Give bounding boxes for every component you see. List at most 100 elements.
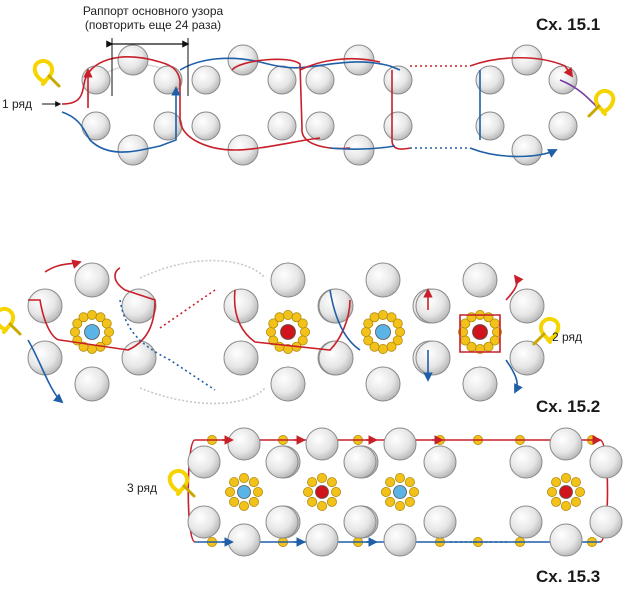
bead-inner [305, 65, 335, 95]
seed3-ring-bead [547, 486, 558, 497]
seed-ring-bead [95, 312, 106, 323]
scheme-title-1: Сх. 15.1 [536, 15, 601, 34]
needle-icon-1 [32, 59, 61, 88]
flower-bead [74, 366, 110, 402]
seed3-ring-bead [326, 477, 337, 488]
seed-ring-bead [466, 312, 477, 323]
thread-red-4 [299, 57, 381, 71]
thread2-red-dash [159, 289, 216, 329]
flower-bead [462, 366, 498, 402]
bead-inner [305, 111, 335, 141]
needle-icon-2 [587, 89, 616, 118]
center3-bead [393, 485, 407, 499]
seed-ring-bead [386, 341, 397, 352]
scheme-title-3: Сх. 15.3 [536, 567, 601, 586]
rapport-header-line2: (повторить еще 24 раза) [84, 18, 222, 32]
flower-bead [223, 288, 259, 324]
bead-inner [383, 111, 413, 141]
thread2-red-box [459, 314, 501, 353]
seed3-ring-bead [551, 477, 562, 488]
thread2-red-c [233, 289, 351, 351]
bead-inner [81, 111, 111, 141]
seed3-ring-bead [248, 496, 259, 507]
scheme-title-2: Сх. 15.2 [536, 397, 601, 416]
flower-bead [27, 340, 63, 376]
seed-ring-bead [377, 343, 388, 354]
thread-blue-2 [61, 86, 181, 153]
seed3-ring-bead [229, 477, 240, 488]
seed-ring-bead [360, 326, 371, 337]
bead-inner [548, 65, 578, 95]
seed3-ring-bead [307, 477, 318, 488]
thread-red-5 [391, 70, 411, 150]
bead-bottom [343, 134, 375, 166]
seed3-ring-bead [394, 472, 405, 483]
flower-bead [318, 288, 354, 324]
seed3-ring-bead [316, 472, 327, 483]
bead-inner [475, 111, 505, 141]
seed-ring-bead [282, 309, 293, 320]
flower3-bead [509, 445, 543, 479]
flower-bead [415, 288, 451, 324]
flower-bead [509, 340, 545, 376]
seed3-ring-bead [326, 496, 337, 507]
seed-ring-bead [460, 335, 471, 346]
rapport-header: Раппорт основного узора (повторить еще 2… [58, 4, 248, 32]
seed3-ring-bead [551, 496, 562, 507]
seed3-ring-bead [404, 496, 415, 507]
seed-ring-bead [489, 318, 500, 329]
flower-bead [509, 288, 545, 324]
seed-ring-bead [291, 312, 302, 323]
flower-bead [27, 288, 63, 324]
seed-ring-bead [78, 312, 89, 323]
bead-bottom [117, 134, 149, 166]
seed-ring-bead [369, 341, 380, 352]
seed3-ring-bead [224, 486, 235, 497]
seed-ring-bead [483, 341, 494, 352]
flower-bead [462, 262, 498, 298]
flower3-bead [265, 445, 299, 479]
center3-bead [559, 485, 573, 499]
flower3-bead [343, 505, 377, 539]
bead-inner [191, 111, 221, 141]
needle-icon-5 [167, 469, 196, 498]
row-label-3: 3 ряд [127, 481, 158, 495]
thread-red-3 [231, 58, 351, 150]
bead-top [511, 44, 543, 76]
flower3-bead [549, 427, 583, 461]
seed-ring-bead [394, 326, 405, 337]
thread-red-6 [469, 56, 574, 78]
thread2-blue-a [27, 339, 64, 404]
seed3-ring-bead [248, 477, 259, 488]
thread2-blue-b [119, 299, 216, 391]
flower-bead [74, 262, 110, 298]
ghost-loop-1 [139, 259, 266, 279]
flower3-bead [305, 427, 339, 461]
seed-ring-bead [392, 318, 403, 329]
flower-bead [318, 340, 354, 376]
bead-inner [191, 65, 221, 95]
bead-inner [153, 111, 183, 141]
seed-ring-bead [104, 326, 115, 337]
center-bead [84, 324, 100, 340]
center-bead [280, 324, 296, 340]
bead-top [117, 44, 149, 76]
center3-bead [315, 485, 329, 499]
flower-bead [121, 340, 157, 376]
thread2-red-a [44, 259, 82, 273]
seed3-ring-bead [330, 486, 341, 497]
seed3-ring-bead [302, 486, 313, 497]
seed3-ring-bead [252, 486, 263, 497]
needle-icon-3 [0, 307, 22, 336]
seed3-ring-bead [316, 500, 327, 511]
thread-blue-1 [179, 57, 401, 71]
seed3-ring-bead [404, 477, 415, 488]
seed-ring-bead [72, 318, 83, 329]
seed3-ring-bead [238, 472, 249, 483]
thread2-blue-c [329, 289, 361, 351]
seed-ring-bead [363, 335, 374, 346]
flower-bead [365, 262, 401, 298]
arrow2-red-r [505, 274, 524, 301]
bead-inner [81, 65, 111, 95]
